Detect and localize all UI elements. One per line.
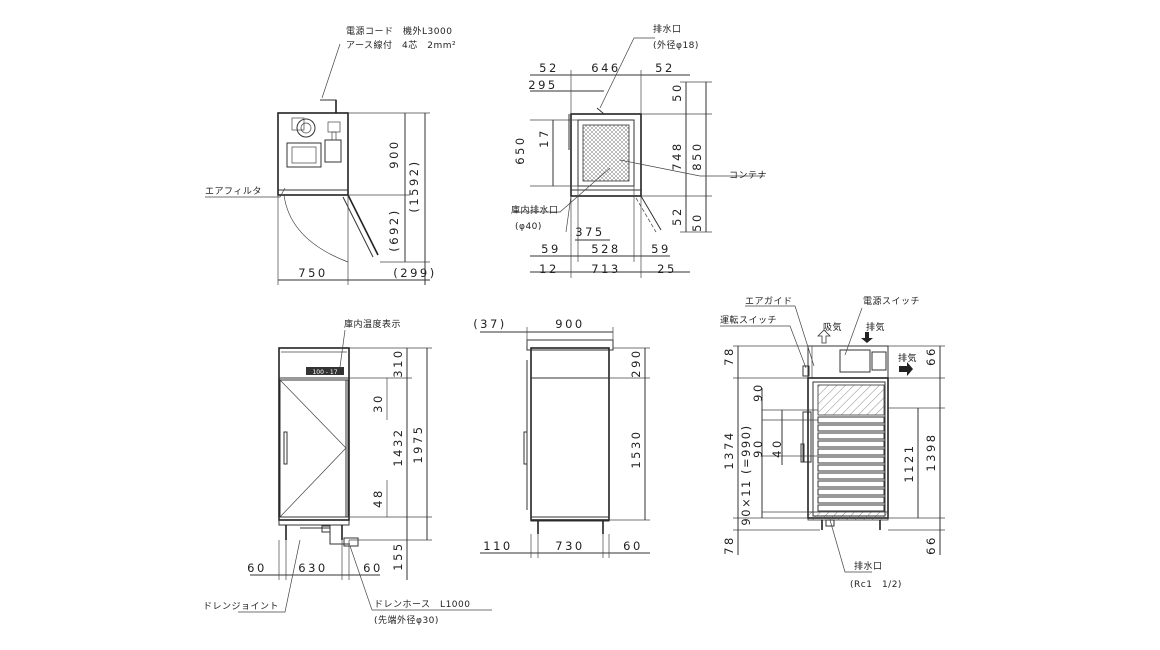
dim-375: 375: [575, 225, 604, 239]
intake-label: 吸気: [823, 321, 842, 333]
dim-630: 630: [298, 561, 327, 575]
side-view: [480, 327, 650, 558]
air-filter-label: エアフィルタ: [205, 186, 262, 197]
exhaust-arrow-right-icon: [899, 362, 913, 376]
temp-display-readout: 100 - 17: [312, 369, 337, 376]
inner-drain-diameter: (φ40): [515, 222, 542, 232]
dim-1592: (1592): [407, 159, 421, 212]
power-switch-label: 電源スイッチ: [863, 296, 920, 307]
exhaust-label-top: 排気: [866, 321, 885, 333]
drain-hose-label: ドレンホース L1000: [374, 599, 470, 610]
container-grid: [582, 124, 630, 182]
dim-646: 646: [591, 61, 620, 75]
dim-78-top: 78: [722, 346, 736, 366]
dim-90-a: 90: [751, 382, 765, 402]
temp-display-label: 庫内温度表示: [344, 318, 401, 330]
hatched-panel: [817, 384, 885, 416]
dim-295: 295: [528, 78, 557, 92]
dim-650: 650: [513, 135, 527, 164]
dim-60-a: 60: [247, 561, 267, 575]
dim-52-b: 52: [655, 61, 675, 75]
dim-17: 17: [537, 128, 551, 148]
dim-1530: 1530: [629, 429, 643, 468]
dim-1432: 1432: [391, 427, 405, 466]
plan-view: [205, 43, 430, 285]
dim-900-plan: 900: [387, 139, 401, 168]
dim-50-b: 50: [690, 212, 704, 232]
earth-wire-label: アース線付 4芯 2mm²: [346, 39, 456, 51]
dim-730: 730: [555, 539, 584, 553]
section-view: [720, 305, 945, 573]
dim-1975: 1975: [411, 424, 425, 463]
dim-50-a: 50: [670, 82, 684, 102]
drain-joint-label: ドレンジョイント: [203, 602, 279, 612]
door-swing-arc: [283, 194, 349, 263]
dim-52-a: 52: [539, 61, 559, 75]
dim-850: 850: [690, 141, 704, 170]
run-switch-label: 運転スイッチ: [720, 315, 777, 326]
dim-78-bottom: 78: [722, 535, 736, 555]
dim-1121: 1121: [902, 443, 916, 482]
dim-66-top: 66: [924, 346, 938, 366]
dim-713: 713: [591, 262, 620, 276]
dim-990: 90×11 (=990): [739, 424, 753, 525]
dim-52-c: 52: [670, 206, 684, 226]
front-view: [238, 329, 492, 613]
temp-display-panel: [306, 367, 344, 375]
power-cord-label: 電源コード 機外L3000: [346, 25, 452, 37]
dim-48: 48: [371, 488, 385, 508]
dim-40: 40: [770, 438, 784, 458]
inner-drain-label: 庫内排水口: [511, 204, 559, 216]
air-guide-label: エアガイド: [745, 296, 793, 307]
exhaust-label-right: 排気: [898, 352, 917, 364]
top-view: [513, 37, 765, 278]
dim-12: 12: [539, 262, 559, 276]
dim-750: 750: [298, 266, 327, 280]
exhaust-arrow-down-icon: [861, 332, 873, 343]
dim-37: (37): [473, 317, 507, 331]
intake-arrow-icon: [817, 329, 831, 344]
drain-od-label: (外径φ18): [653, 39, 699, 51]
shelf-rack: [817, 416, 885, 512]
dim-1374: 1374: [722, 430, 736, 469]
dim-155: 155: [391, 541, 405, 570]
drain-label-top: 排水口: [653, 23, 682, 35]
dim-900-side: 900: [555, 317, 584, 331]
hose-od-label: (先端外径φ30): [374, 614, 439, 626]
dim-528: 528: [591, 242, 620, 256]
dim-90-b: 90: [751, 438, 765, 458]
container-label: コンテナ: [729, 170, 767, 181]
plan-body: [277, 112, 349, 196]
dim-1398: 1398: [924, 432, 938, 471]
dim-290: 290: [629, 348, 643, 377]
dim-25: 25: [657, 262, 677, 276]
dim-748: 748: [670, 141, 684, 170]
dim-66-bottom: 66: [924, 535, 938, 555]
dim-60-b: 60: [363, 561, 383, 575]
dim-299: (299): [393, 266, 436, 280]
dim-110: 110: [483, 539, 512, 553]
compressor-symbol: [296, 118, 316, 138]
drain-rc-label: (Rc1 1/2): [850, 580, 902, 590]
dim-59-a: 59: [541, 242, 561, 256]
dim-60-side: 60: [623, 539, 643, 553]
dim-310: 310: [391, 348, 405, 377]
dim-30: 30: [371, 393, 385, 413]
dim-59-b: 59: [651, 242, 671, 256]
dim-692: (692): [387, 208, 401, 251]
drain-label-section: 排水口: [854, 560, 883, 572]
